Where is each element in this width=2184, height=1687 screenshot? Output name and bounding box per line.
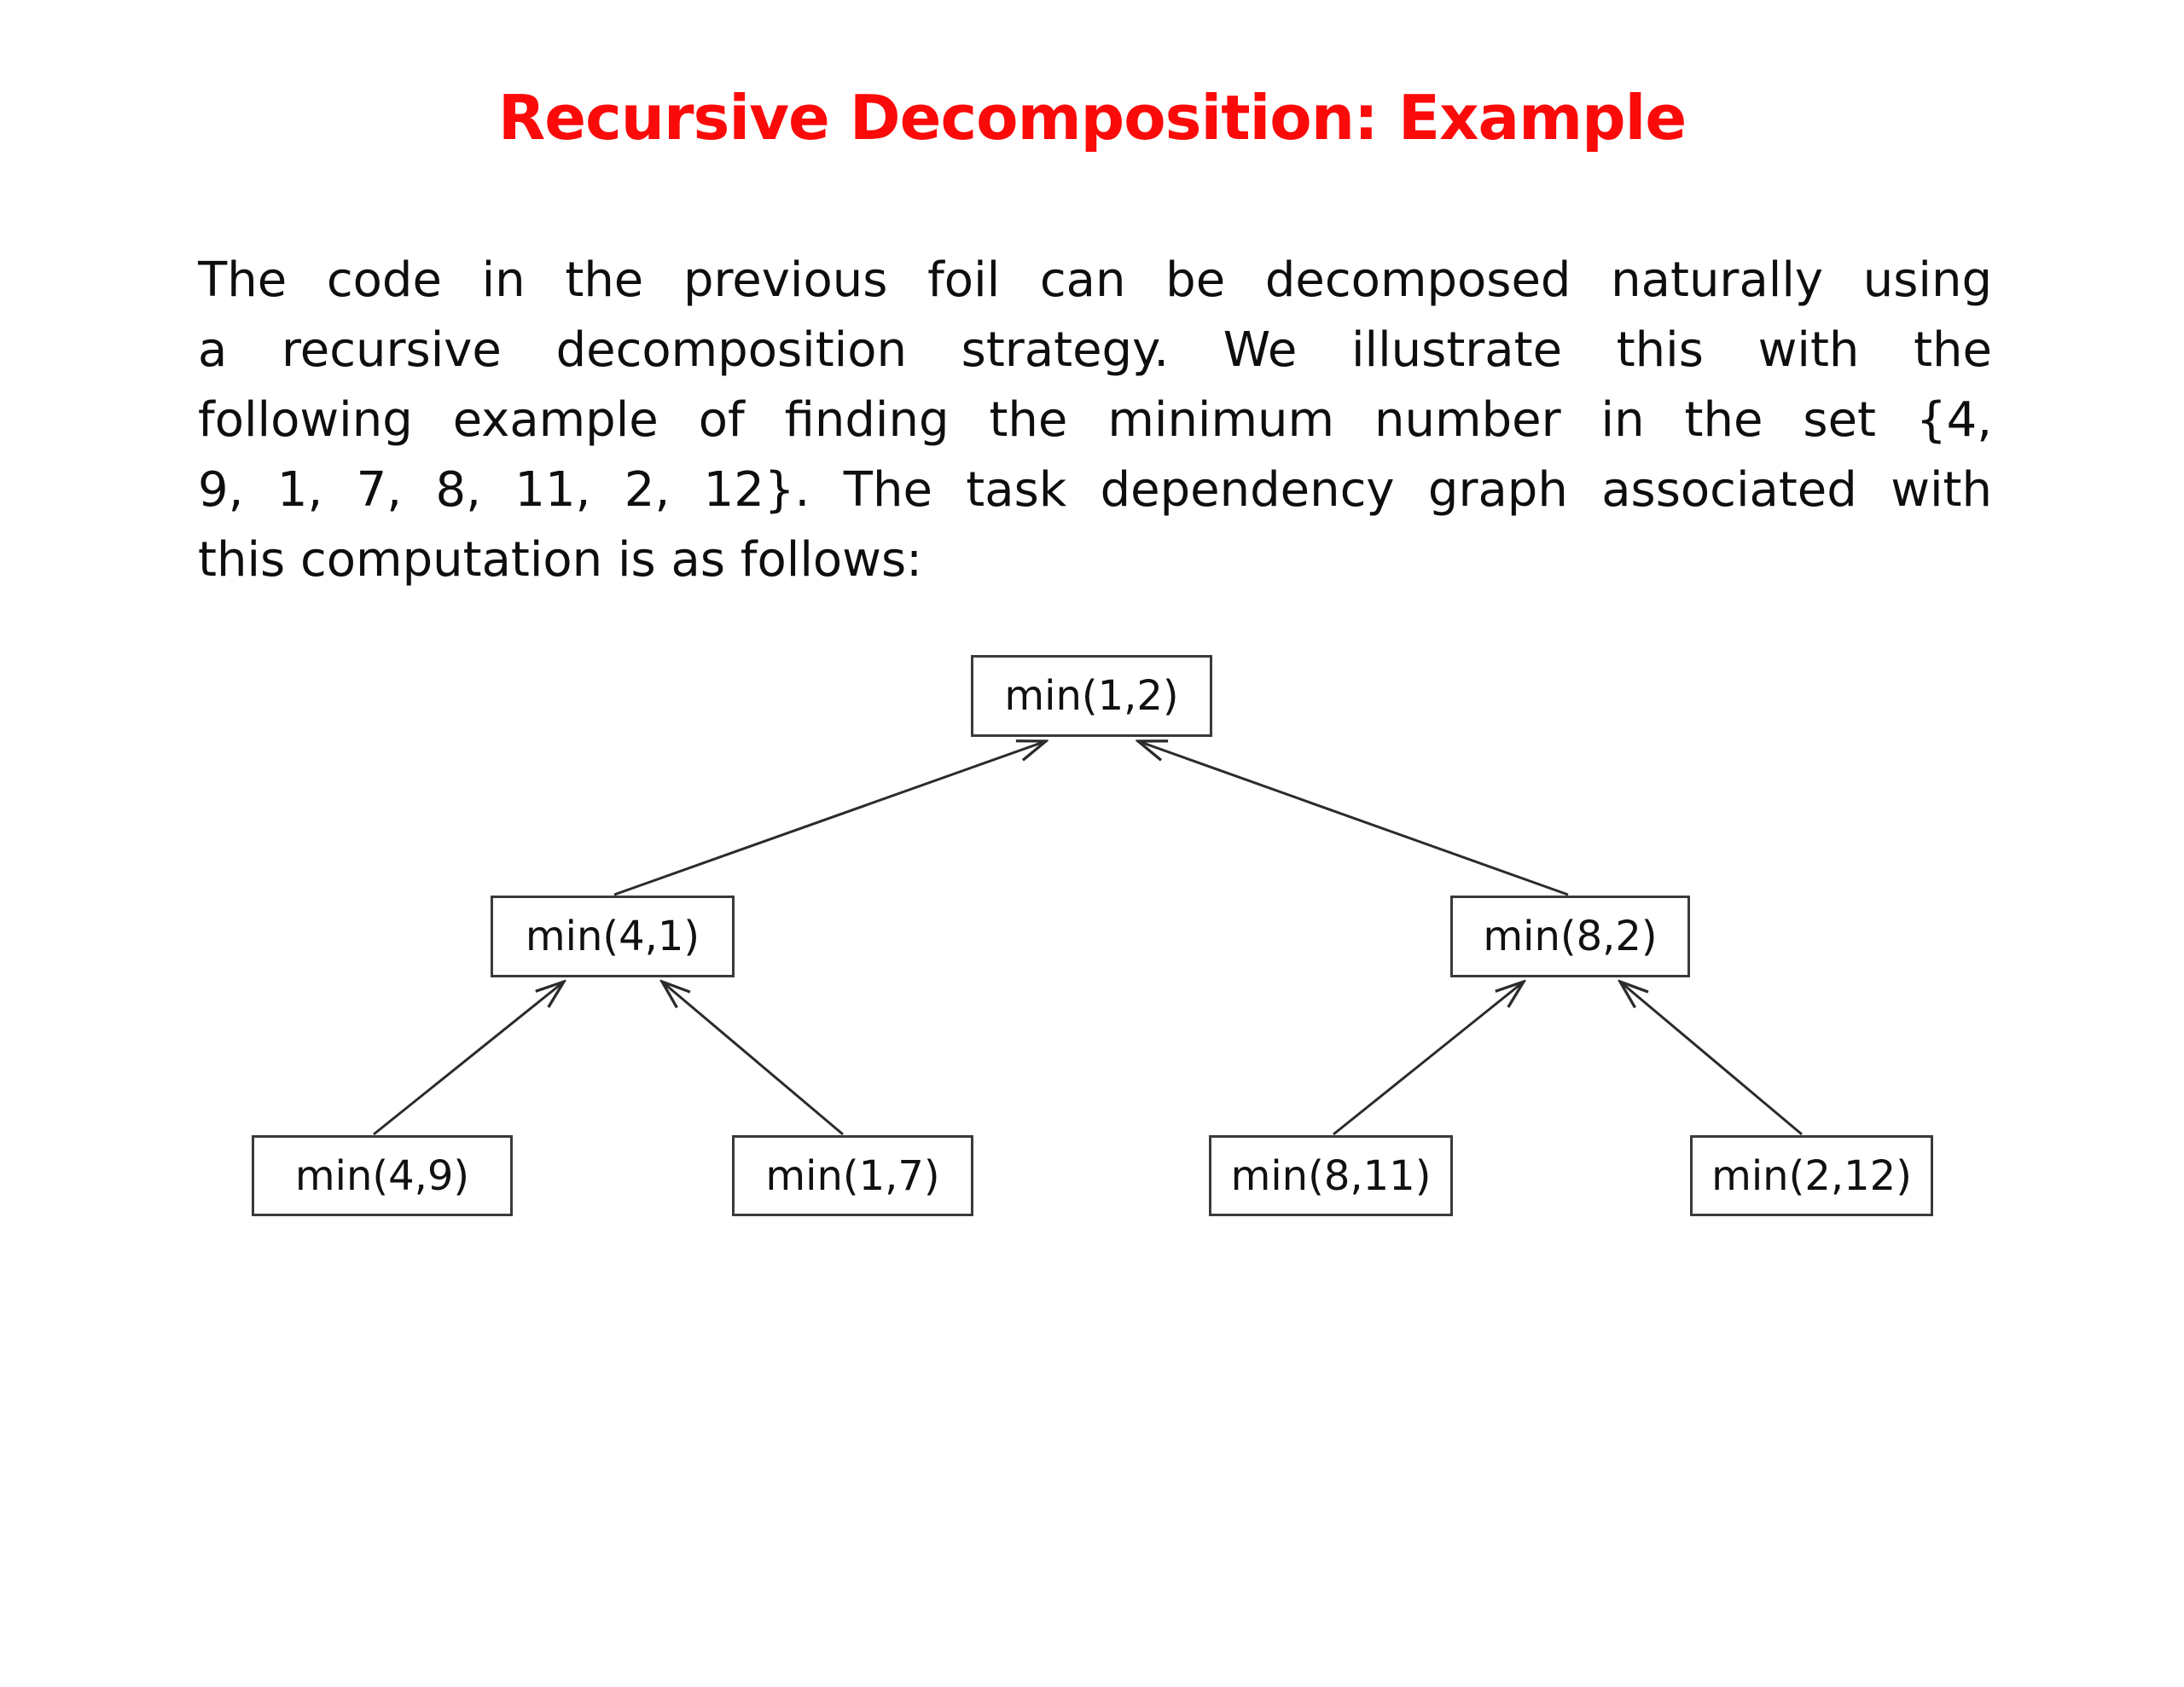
edge-arrow-leaf2-to-left <box>662 982 844 1136</box>
tree-node-min-8-2: min(8,2) <box>1450 896 1690 977</box>
tree-node-min-2-12: min(2,12) <box>1690 1135 1933 1216</box>
paragraph-line: 9, 1, 7, 8, 11, 2, 12}. The task depende… <box>198 462 1992 518</box>
body-paragraph: The code in the previous foil can be dec… <box>198 246 1992 595</box>
tree-node-min-1-2: min(1,2) <box>971 655 1212 737</box>
edge-arrow-leaf4-to-right <box>1620 982 1803 1136</box>
paragraph-line: following example of finding the minimum… <box>198 392 1992 448</box>
edge-arrow-leaf1-to-left <box>373 982 564 1136</box>
tree-node-min-4-9: min(4,9) <box>252 1135 513 1216</box>
edge-arrow-leaf3-to-right <box>1333 982 1524 1136</box>
tree-node-min-1-7: min(1,7) <box>732 1135 973 1216</box>
edge-arrow-left-to-root <box>613 741 1046 896</box>
tree-node-min-4-1: min(4,1) <box>491 896 735 977</box>
tree-node-min-8-11: min(8,11) <box>1209 1135 1453 1216</box>
paragraph-line: this computation is as follows: <box>198 532 922 588</box>
paragraph-line: a recursive decomposition strategy. We i… <box>198 322 1992 378</box>
edge-arrow-right-to-root <box>1138 741 1569 896</box>
paragraph-line: The code in the previous foil can be dec… <box>198 252 1992 308</box>
slide-title: Recursive Decomposition: Example <box>497 82 1687 154</box>
